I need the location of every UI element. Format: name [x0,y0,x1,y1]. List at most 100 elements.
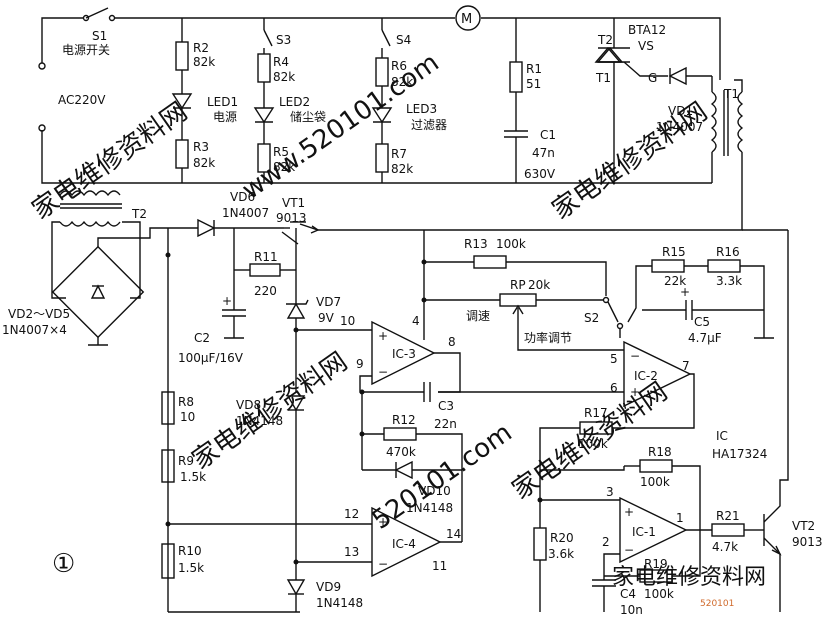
ic2-pin7: 7 [682,359,690,373]
r11-ref: R11 [254,250,278,264]
ic1-pin1: 1 [676,511,684,525]
r20-ref: R20 [550,531,574,545]
r20-resistor [533,527,547,561]
r10-resistor [161,543,175,579]
vt1-value: 9013 [276,211,307,225]
watermark-text: 家电维修资料网 [187,347,353,476]
r8-ref: R8 [178,395,194,409]
watermark-url: 520101 [700,599,734,609]
vd8-symbol [286,395,306,412]
r16-value: 3.3k [716,274,742,288]
vt2-ref: VT2 [792,519,815,533]
r9-resistor [161,449,175,483]
triac-ref: BTA12 [628,23,666,37]
ic2-pin5: 5 [610,352,618,366]
led3-ref: LED3 [406,102,437,116]
r1-ref: R1 [526,62,542,76]
r9-ref: R9 [178,454,194,468]
r13-value: 100k [496,237,526,251]
c1-voltage: 630V [524,167,556,181]
r12-ref: R12 [392,413,416,427]
ic3-pin8: 8 [448,335,456,349]
ic3-pin9: 9 [356,357,364,371]
r19-value: 100k [644,587,674,601]
ic4-pin14: 14 [446,527,461,541]
ac-source-label: AC220V [58,93,106,107]
ic1-plus: + [624,505,634,519]
triac-suffix: VS [638,39,654,53]
ic1-pin3: 3 [606,485,614,499]
c1-ref: C1 [540,128,556,142]
watermark-text: 520101.com [367,418,518,536]
motor-label: M [461,12,472,27]
r16-ref: R16 [716,245,740,259]
c5-value: 4.7μF [688,331,722,345]
r2-resistor [175,41,189,71]
r10-ref: R10 [178,544,202,558]
switch-contact [108,14,116,22]
s2-label: S2 [584,311,599,325]
vd2-vd5-ref: VD2～VD5 [8,307,70,321]
c1-value: 47n [532,146,555,160]
led2-symbol [253,107,275,124]
led3-function: 过滤器 [411,118,447,132]
vd9-symbol [286,579,306,596]
s4-label: S4 [396,33,411,47]
ac-terminal [38,62,46,70]
r7-ref: R7 [391,147,407,161]
c2-plus: + [222,294,232,308]
ic-label: IC [716,429,728,443]
t2-secondary-coil [59,220,121,227]
vd10-ref: VD10 [418,484,451,498]
c2-ref: C2 [194,331,210,345]
vt2-value: 9013 [792,535,823,549]
ic4-section: IC-4 + − 12 13 14 11 [344,506,463,578]
s2-contact [602,296,610,304]
bridge-rectifier [51,245,145,339]
r3-resistor [175,139,189,169]
r15-value: 22k [664,274,686,288]
rp-ref: RP [510,278,526,292]
vd1-value: 1N4007 [656,120,703,134]
ic4-pin13: 13 [344,545,359,559]
ic1-pin2: 2 [602,535,610,549]
watermark-text: 家电维修资料网 [27,97,193,226]
r4-resistor [257,53,271,83]
s1-function-label: 电源开关 [62,43,110,57]
regulator-section: VD6 1N4007 + C2 100μF/16V R11 220 VT1 90… [165,190,424,612]
r4-value: 82k [273,70,295,84]
rp-function: 调速 [466,309,490,323]
motor-symbol [455,5,481,31]
divider-section: R8 10 R9 1.5k R10 1.5k ① [52,391,372,579]
ic2-minus: − [630,349,640,363]
r2-value: 82k [193,55,215,69]
vt1-ref: VT1 [282,196,305,210]
r2-ref: R2 [193,41,209,55]
vd7-value: 9V [318,311,335,325]
ic2-opamp [623,340,692,408]
vd1-symbol [668,66,687,86]
vd2-vd5-value: 1N4007×4 [2,323,67,337]
r6-value: 82k [391,75,413,89]
bridge-diode-symbol [90,284,106,299]
ic3-pin4: 4 [412,314,420,328]
ic1-opamp [619,496,688,564]
r11-resistor [249,263,281,277]
r21-ref: R21 [716,509,740,523]
ic3-pin10: 10 [340,314,355,328]
ic4-pin11: 11 [432,559,447,573]
r3-ref: R3 [193,140,209,154]
ic3-minus: − [378,365,388,379]
speed-control-section: R13 100k RP 20k 调速 功率调节 S2 R15 22k R16 3… [421,237,774,351]
vd6-ref: VD6 [230,190,255,204]
ic3-label: IC-3 [392,347,416,361]
t2-label: T2 [131,207,147,221]
triac-t2-label: T2 [597,33,613,47]
r11-value: 220 [254,284,277,298]
r7-value: 82k [391,162,413,176]
c4-ref: C4 [620,587,636,601]
ic1-minus: − [624,543,634,557]
r18-value: 100k [640,475,670,489]
r9-value: 1.5k [180,470,206,484]
